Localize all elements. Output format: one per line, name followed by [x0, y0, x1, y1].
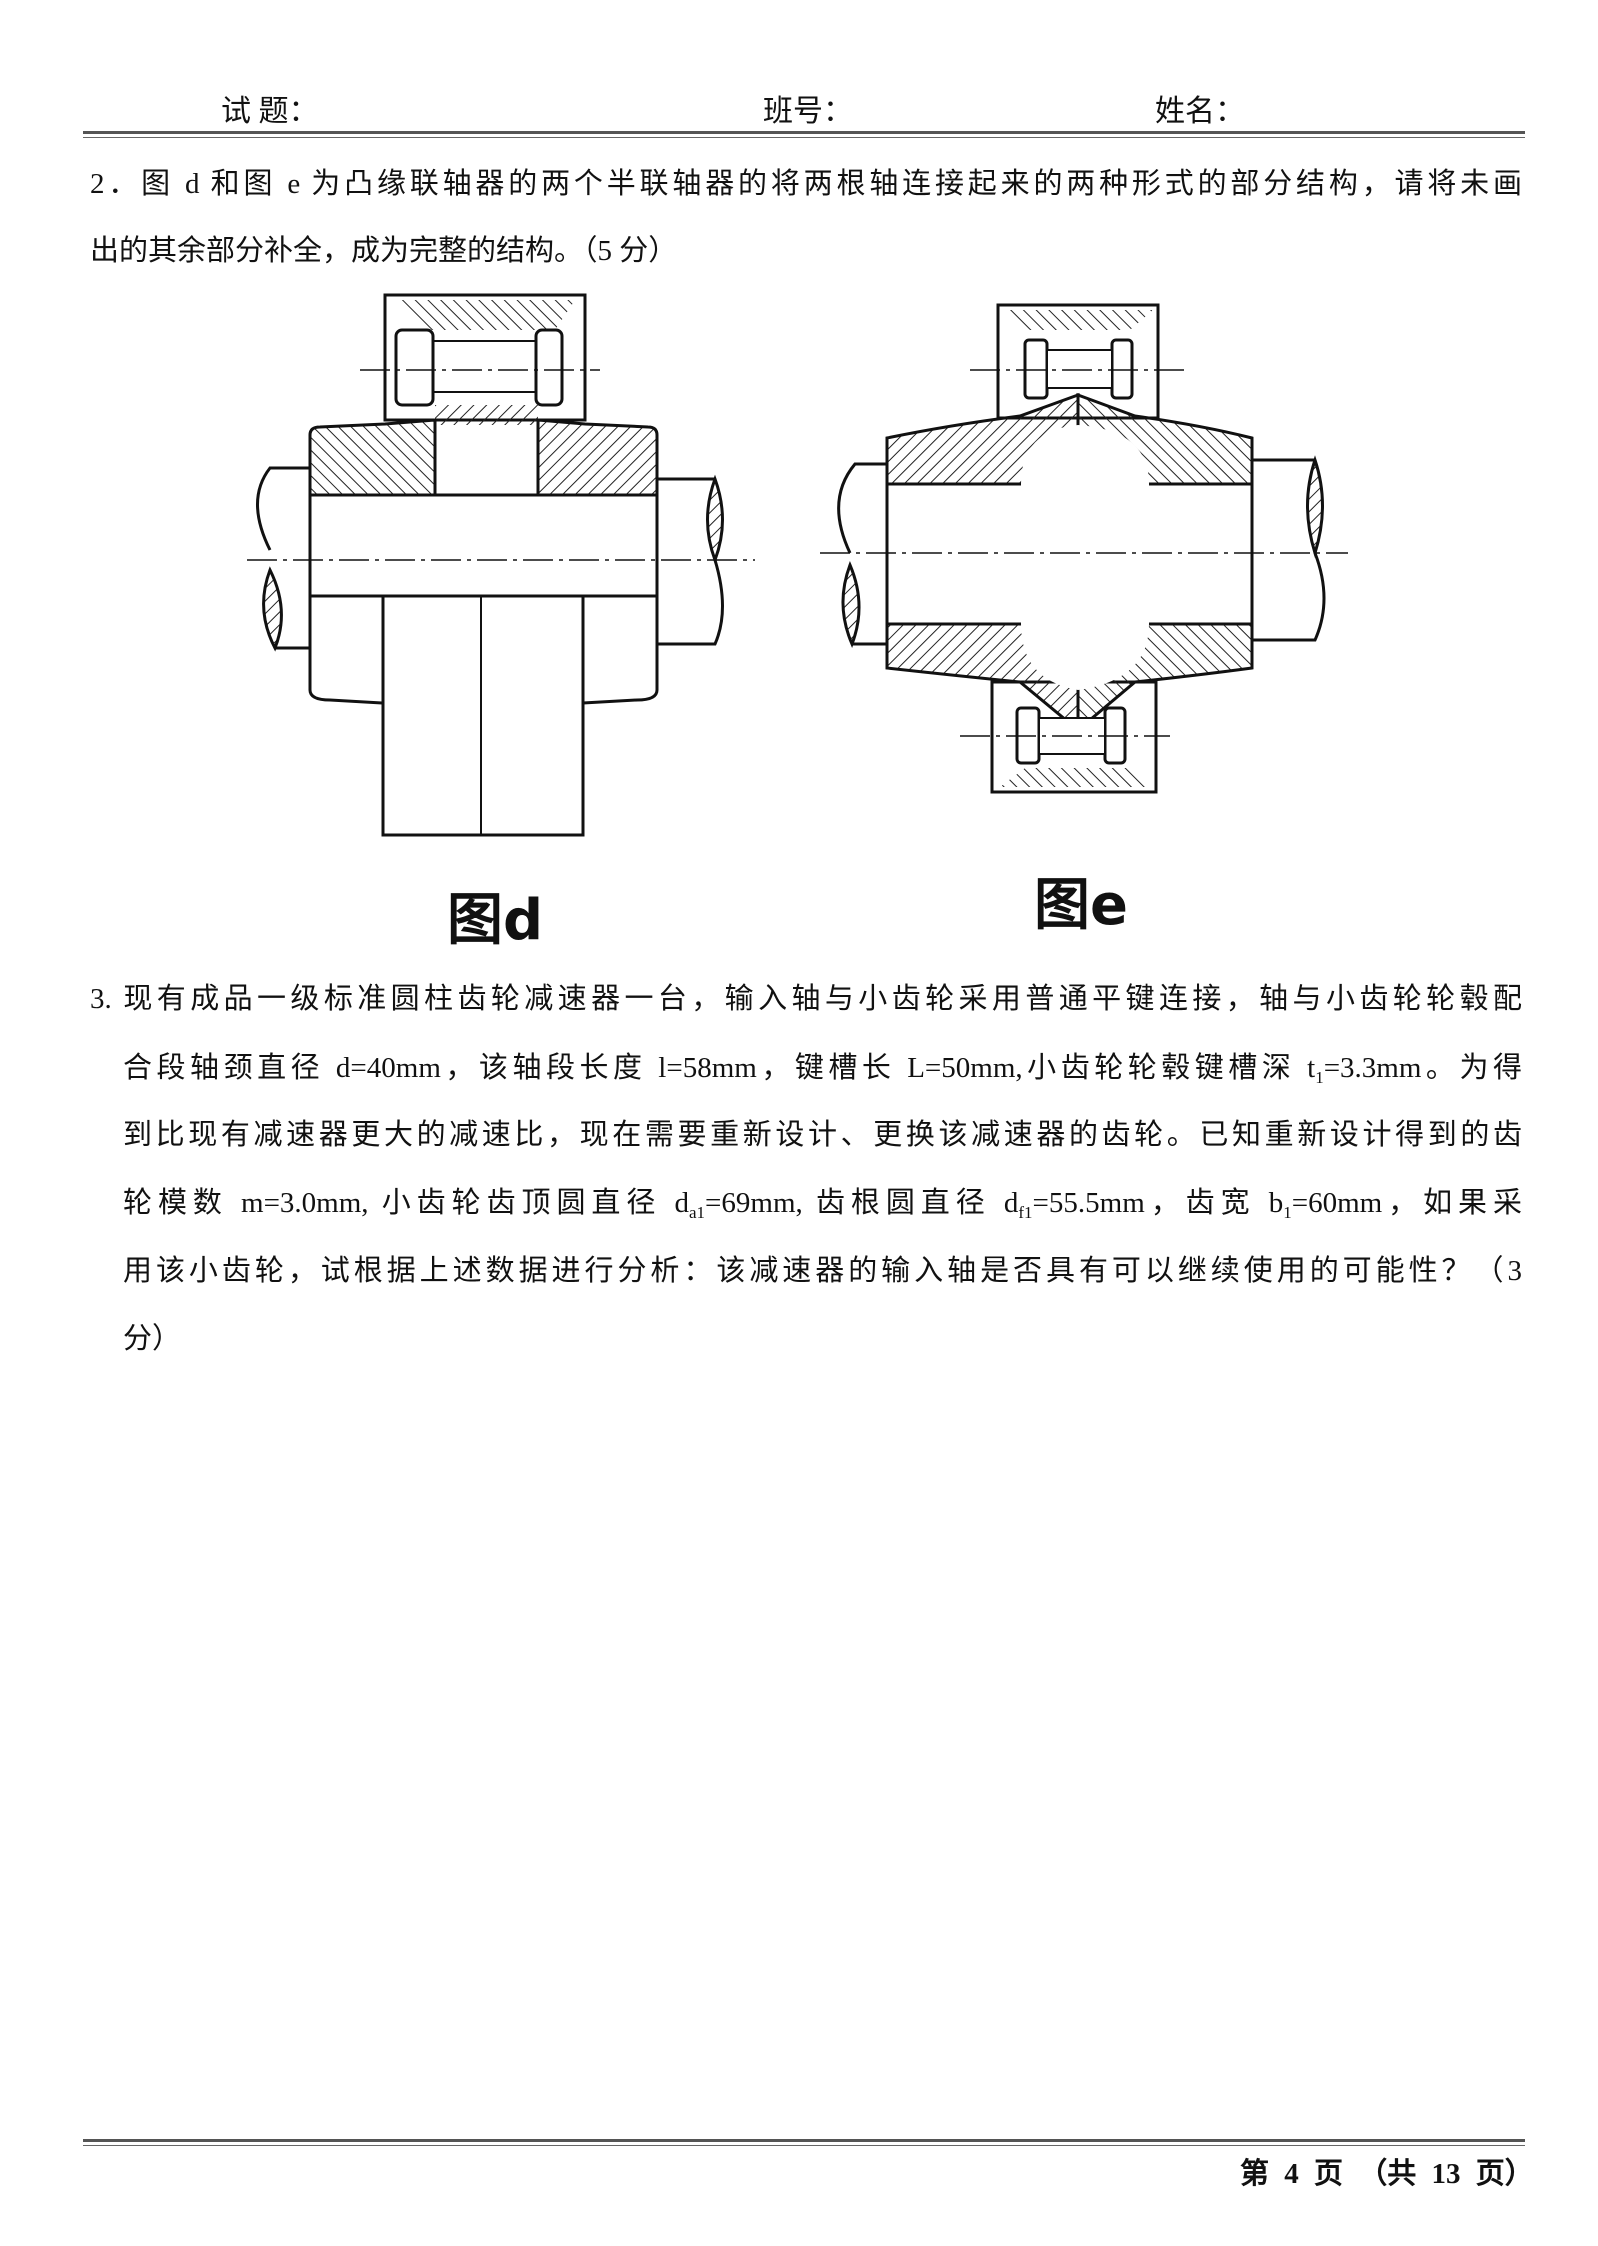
q3-line-4-text: =55.5mm，齿宽 b [1032, 1187, 1284, 1219]
page-number: 第 4 页 （共 13 页） [1240, 2158, 1534, 2190]
q2-line-1: 2．图 d 和图 e 为凸缘联轴器的两个半联轴器的将两根轴连接起来的两种形式的部… [90, 168, 1522, 200]
footer-rule [83, 2139, 1525, 2146]
q3-line-2-text: 合段轴颈直径 d=40mm，该轴段长度 l=58mm，键槽长 L=50mm,小齿… [123, 1052, 1316, 1084]
q3-line-4: 轮模数 m=3.0mm, 小齿轮齿顶圆直径 da1=69mm, 齿根圆直径 df… [123, 1183, 1522, 1223]
q3-line-1: 3. 现有成品一级标准圆柱齿轮减速器一台，输入轴与小齿轮采用普通平键连接，轴与小… [90, 983, 1522, 1015]
name-label: 姓名： [1155, 95, 1245, 128]
figure-d-drawing [247, 293, 755, 837]
subscript: a1 [688, 1203, 706, 1222]
q3-line-2-text: =3.3mm。为得 [1323, 1052, 1522, 1084]
q3-line-5: 用该小齿轮，试根据上述数据进行分析：该减速器的输入轴是否具有可以继续使用的可能性… [123, 1255, 1522, 1287]
q3-line-4-text: =69mm, 齿根圆直径 d [705, 1187, 1019, 1219]
q3-line-4-text: 轮模数 m=3.0mm, 小齿轮齿顶圆直径 d [123, 1187, 689, 1219]
subscript: 1 [1283, 1203, 1292, 1222]
q3-line-6: 分） [123, 1323, 182, 1355]
q2-line-2: 出的其余部分补全，成为完整的结构。（5 分） [90, 235, 678, 267]
q3-line-4-text: =60mm，如果采 [1291, 1187, 1522, 1219]
class-label: 班号： [763, 95, 853, 128]
figure-e-drawing [820, 303, 1348, 794]
subscript: f1 [1018, 1203, 1033, 1222]
figure-d-caption: 图d [447, 888, 544, 953]
figure-e-caption: 图e [1034, 873, 1128, 938]
q3-line-3: 到比现有减速器更大的减速比，现在需要重新设计、更换该减速器的齿轮。已知重新设计得… [123, 1119, 1522, 1151]
header-rule [83, 131, 1525, 138]
q3-line-2: 合段轴颈直径 d=40mm，该轴段长度 l=58mm，键槽长 L=50mm,小齿… [123, 1048, 1522, 1088]
subscript: 1 [1315, 1068, 1324, 1087]
exam-label: 试 题： [221, 95, 319, 128]
